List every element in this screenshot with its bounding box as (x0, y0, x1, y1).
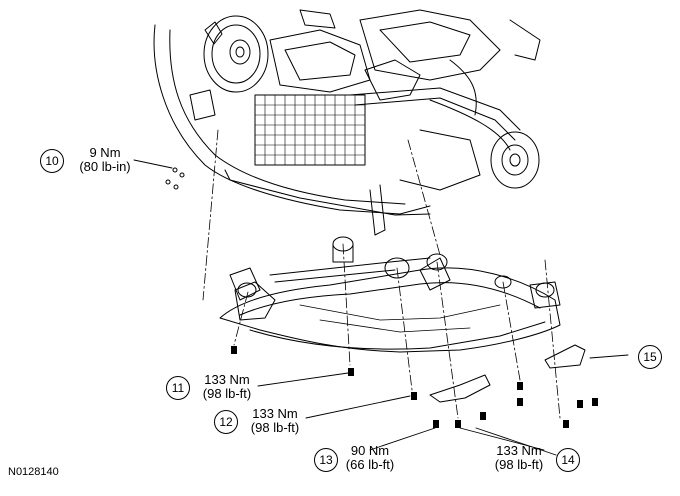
torque-nm-14: 133 Nm (496, 443, 542, 458)
callout-13: 13 (314, 448, 338, 472)
callout-10: 10 (40, 149, 64, 173)
torque-imperial-11: (98 lb-ft) (202, 386, 252, 401)
alignment-lines (202, 129, 561, 419)
torque-nm-11: 133 Nm (204, 372, 250, 387)
callout-14: 14 (556, 448, 580, 472)
torque-label-12: 133 Nm (98 lb-ft) (242, 407, 308, 435)
torque-label-10: 9 Nm (80 lb-in) (70, 146, 140, 174)
subframe-brackets (429, 344, 586, 403)
torque-nm-13: 90 Nm (350, 443, 390, 458)
torque-label-11: 133 Nm (98 lb-ft) (194, 373, 260, 401)
callout-12: 12 (214, 410, 238, 434)
callout-15: 15 (638, 345, 662, 369)
torque-nm-10: 9 Nm (89, 145, 121, 160)
figure-id: N0128140 (8, 466, 59, 478)
torque-label-13: 90 Nm (66 lb-ft) (340, 444, 400, 472)
front-subframe (219, 236, 561, 353)
torque-label-14: 133 Nm (98 lb-ft) (486, 444, 552, 472)
callout-11: 11 (166, 376, 190, 400)
torque-nm-12: 133 Nm (252, 406, 298, 421)
leader-lines (133, 159, 629, 456)
torque-imperial-12: (98 lb-ft) (250, 420, 300, 435)
torque-imperial-13: (66 lb-ft) (345, 457, 395, 472)
bolts (231, 346, 598, 428)
vehicle-underbody (153, 9, 541, 236)
torque-imperial-10: (80 lb-in) (79, 159, 131, 174)
torque-imperial-14: (98 lb-ft) (494, 457, 544, 472)
